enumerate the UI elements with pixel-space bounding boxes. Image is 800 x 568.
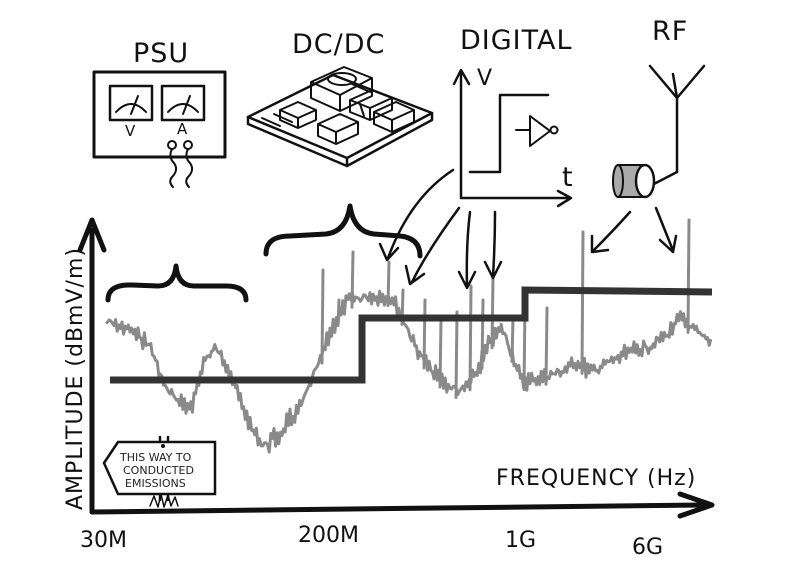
- psu-title: PSU: [133, 38, 189, 69]
- psu-box: [92, 70, 227, 159]
- conducted-emissions-sign: THIS WAY TO CONDUCTED EMISSIONS: [102, 435, 217, 508]
- digital-title: DIGITAL: [460, 25, 573, 56]
- sign-line-3: EMISSIONS: [125, 477, 186, 490]
- emission-spectrum: [104, 218, 713, 454]
- pointer-arrows: [378, 168, 678, 290]
- tick-label-200m: 200M: [298, 523, 359, 548]
- tick-label-6g: 6G: [632, 535, 663, 560]
- digital-group: DIGITAL V t: [452, 25, 574, 208]
- coax-connector-icon: [612, 163, 656, 199]
- psu-brace: [105, 263, 249, 303]
- tick-label-1g: 1G: [505, 528, 536, 553]
- grass-icon: [149, 493, 179, 508]
- rf-arrow-2-icon: [654, 206, 678, 254]
- ammeter-needle-icon: [167, 95, 199, 115]
- spectrum-spur: [320, 268, 325, 365]
- y-axis-label: AMPLITUDE (dBmV/m): [63, 247, 88, 510]
- voltmeter: [108, 84, 154, 122]
- step-waveform-icon: [468, 93, 550, 174]
- digital-y-axis-label: V: [477, 66, 493, 91]
- y-axis-arrow-icon: [77, 217, 107, 253]
- rf-title: RF: [652, 16, 688, 47]
- ammeter-label: A: [177, 120, 188, 138]
- x-axis: [89, 502, 705, 515]
- spectrum-spur: [490, 276, 495, 350]
- spectrum-spur: [510, 316, 515, 364]
- ammeter: [160, 84, 206, 122]
- spectrum-spur: [386, 260, 391, 308]
- voltmeter-label: V: [125, 122, 136, 140]
- spectrum-trace: [104, 289, 713, 454]
- digital-arrow-4-icon: [483, 210, 503, 280]
- spectrum-spur: [454, 310, 459, 399]
- spectrum-spur: [686, 218, 691, 334]
- buffer-gate-icon: [515, 115, 551, 147]
- digital-x-axis-label: t: [562, 162, 574, 193]
- psu-leads-icon: [167, 140, 194, 188]
- rf-group: RF: [612, 16, 706, 199]
- limit-line: [110, 286, 713, 384]
- digital-axes-icon: [452, 68, 573, 208]
- digital-arrow-2-icon: [404, 206, 461, 286]
- sign-line-2: CONDUCTED: [123, 464, 194, 477]
- sign-nail-icon: [161, 444, 165, 448]
- dcdc-board-icon: [246, 66, 434, 168]
- x-axis-arrow-icon: [677, 491, 715, 519]
- spectrum-spur: [468, 284, 473, 392]
- digital-arrow-1-icon: [378, 168, 455, 262]
- tick-label-30m: 30M: [80, 528, 127, 553]
- spectrum-spur: [544, 306, 549, 386]
- spectrum-spur: [580, 230, 585, 375]
- spectrum-spur: [480, 298, 485, 370]
- dcdc-group: DC/DC: [246, 29, 434, 168]
- digital-arrow-3-icon: [457, 210, 477, 290]
- dcdc-brace: [263, 203, 423, 259]
- antenna-icon: [648, 64, 706, 174]
- chart-axes: AMPLITUDE (dBmV/m) FREQUENCY (Hz) 30M 20…: [63, 217, 715, 560]
- sign-board: [102, 440, 217, 496]
- spectrum-spur: [336, 298, 341, 327]
- psu-group: PSU V A: [92, 38, 227, 188]
- inverter-bubble-icon: [549, 125, 559, 135]
- spectrum-spur: [438, 318, 443, 389]
- spectrum-spur: [350, 250, 355, 309]
- dcdc-title: DC/DC: [292, 29, 385, 60]
- spectrum-spur: [422, 298, 427, 370]
- sign-line-1: THIS WAY TO: [119, 451, 192, 464]
- voltmeter-needle-icon: [115, 95, 147, 115]
- x-axis-label: FREQUENCY (Hz): [496, 466, 696, 491]
- rf-arrow-1-icon: [590, 210, 632, 254]
